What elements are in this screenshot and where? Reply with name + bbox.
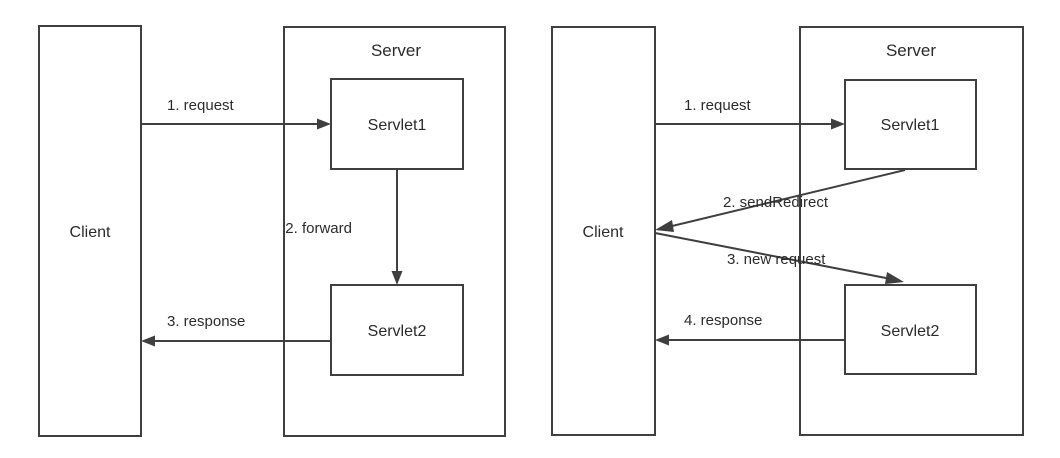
servlet1-box[interactable]: [844, 79, 977, 170]
flow-response-arrow: [655, 334, 845, 346]
servlet1-label: Servlet1: [368, 117, 427, 134]
server-label: Server: [371, 41, 421, 60]
client-box[interactable]: [38, 25, 142, 437]
flow-newrequest-arrow: [654, 232, 904, 284]
client-label: Client: [70, 224, 111, 241]
flow-request-label: 1. request: [167, 97, 235, 114]
server-label: Server: [886, 41, 936, 60]
servlet1-label: Servlet1: [881, 117, 940, 134]
forward-panel: Client Server Servlet1 Servlet2 1. reque…: [38, 25, 506, 437]
servlet2-label: Servlet2: [368, 323, 427, 340]
flow-response-label: 4. response: [684, 312, 762, 329]
flow-request-arrow: [655, 118, 845, 130]
flow-sendredirect-arrow: [655, 169, 906, 232]
flow-sendredirect-label: 2. sendRedirect: [723, 194, 829, 211]
servlet2-box[interactable]: [844, 284, 977, 375]
flow-request-label: 1. request: [684, 97, 752, 114]
servlet2-label: Servlet2: [881, 323, 940, 340]
client-label: Client: [583, 224, 624, 241]
flow-response-arrow: [141, 335, 331, 347]
flow-forward-label: 2. forward: [285, 220, 352, 237]
redirect-panel: Client Server Servlet1 Servlet2 1. reque…: [551, 26, 1024, 436]
client-box[interactable]: [551, 26, 656, 436]
servlet1-box[interactable]: [330, 78, 464, 170]
flow-forward-arrow: [391, 169, 403, 285]
flow-request-arrow: [141, 118, 331, 130]
flow-newrequest-label: 3. new request: [727, 251, 826, 268]
servlet2-box[interactable]: [330, 284, 464, 376]
flow-response-label: 3. response: [167, 313, 245, 330]
